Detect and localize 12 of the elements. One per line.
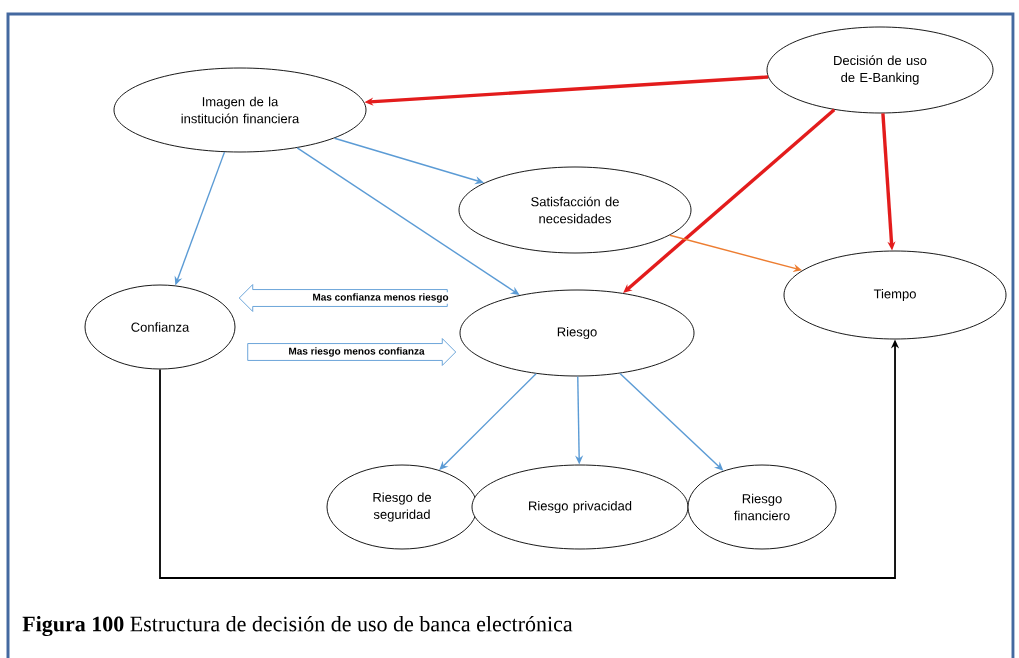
ellipse-node: Satisfacción de necesidades bbox=[458, 166, 692, 254]
ellipse-node: Riesgo de seguridad bbox=[326, 464, 478, 550]
ellipse-node: Decisión de uso de E-Banking bbox=[766, 26, 994, 114]
ellipse-node: Confianza bbox=[84, 284, 236, 370]
caption: Figura 100 Estructura de decisión de uso de banca electrónica bbox=[22, 615, 573, 637]
ellipse-node: Riesgo bbox=[459, 289, 695, 377]
ellipse-node: Tiempo bbox=[783, 250, 1007, 340]
edge-label: Mas confianza menos riesgo bbox=[311, 292, 450, 304]
edge-label: Mas riesgo menos confianza bbox=[287, 346, 426, 358]
ellipse-node: Riesgo privacidad bbox=[471, 464, 689, 550]
ellipse-node: Riesgo financiero bbox=[687, 464, 837, 550]
ellipse-node: Imagen de la institución financiera bbox=[113, 67, 367, 153]
